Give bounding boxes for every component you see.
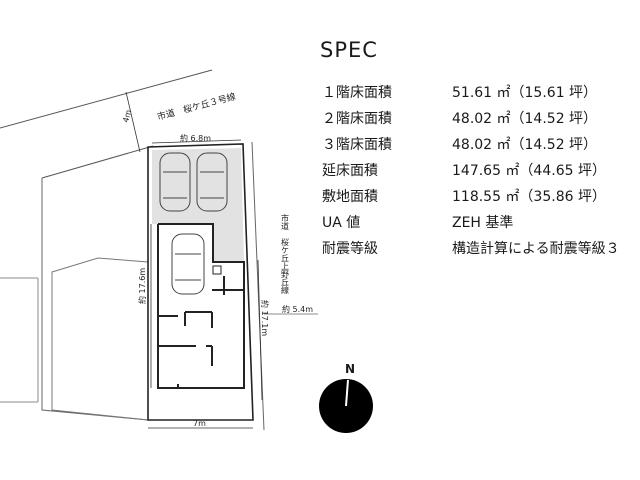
spec-value-site-area: 118.55 ㎡（35.86 坪）: [452, 189, 606, 205]
compass-icon: [319, 379, 373, 433]
spec-label-floor1: １階床面積: [322, 85, 392, 101]
north-label: N: [345, 362, 356, 376]
frontage-dimension: [151, 139, 242, 144]
road-top-name: 市道 桜ケ丘３号線: [156, 90, 237, 123]
car-icon: [159, 152, 191, 212]
spec-label-site-area: 敷地面積: [322, 189, 378, 205]
spec-value-total-floor: 147.65 ㎡（44.65 坪）: [452, 163, 606, 179]
building-walls: [157, 223, 245, 389]
right-depth-dimension: [257, 259, 263, 401]
spec-label-floor3: ３階床面積: [322, 137, 392, 153]
spec-title: SPEC: [320, 38, 378, 62]
road-top-width: 4m: [121, 109, 133, 124]
spec-label-floor2: ２階床面積: [322, 111, 392, 127]
road-width-dimension: [125, 91, 141, 153]
car-icon: [171, 233, 205, 295]
road-right-name: 市道 桜ケ丘上野丘線: [281, 213, 290, 294]
spec-value-floor3: 48.02 ㎡（14.52 坪）: [452, 137, 598, 153]
spec-label-total-floor: 延床面積: [322, 163, 378, 179]
spec-value-floor1: 51.61 ㎡（15.61 坪）: [452, 85, 598, 101]
right-depth: 約 17.1m: [260, 300, 270, 336]
car-icon: [196, 152, 228, 212]
neighbor-building: [51, 257, 149, 421]
site-boundary: [147, 143, 254, 421]
spec-value-ua: ZEH 基準: [452, 215, 514, 231]
spec-label-ua: UA 値: [322, 215, 361, 231]
spec-value-floor2: 48.02 ㎡（14.52 坪）: [452, 111, 598, 127]
bottom-width: 7m: [193, 419, 206, 428]
spec-value-seismic: 構造計算による耐震等級３: [452, 241, 620, 257]
frontage-width: 約 6.8m: [180, 133, 211, 143]
right-offset: 約 5.4m: [282, 304, 313, 314]
spec-label-seismic: 耐震等級: [322, 241, 378, 257]
left-depth: 約 17.6m: [137, 268, 147, 304]
